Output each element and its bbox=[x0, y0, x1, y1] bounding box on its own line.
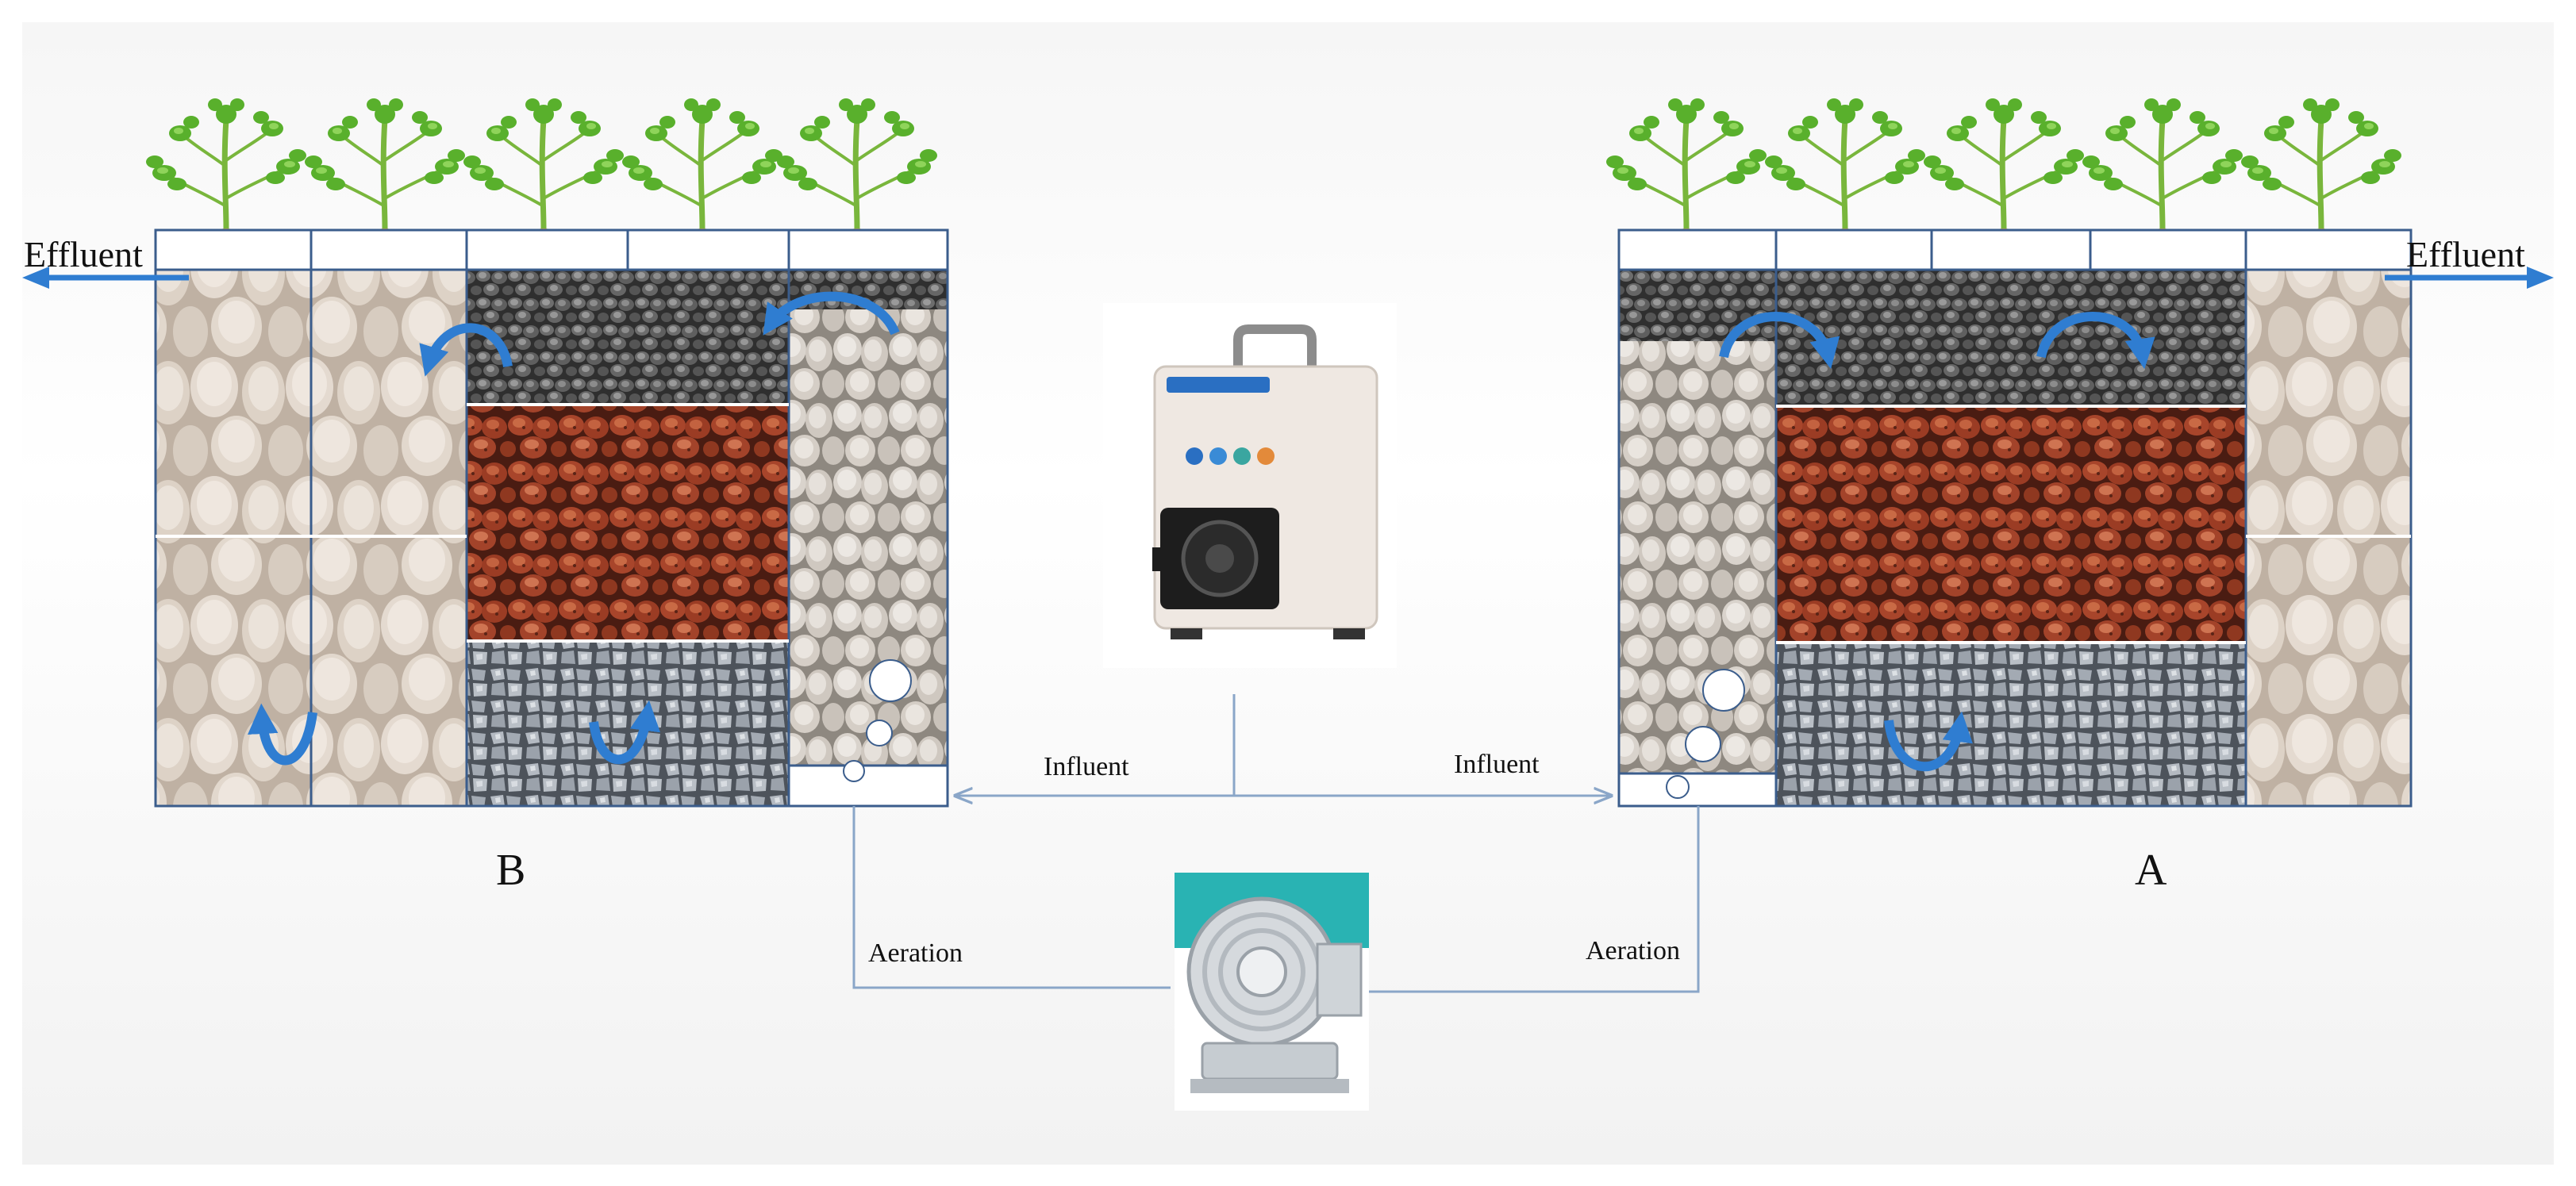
pebble-layer bbox=[2246, 536, 2411, 806]
system-b-label: B bbox=[496, 846, 526, 895]
river-stone-layer bbox=[1619, 341, 1776, 773]
river-stone-layer bbox=[789, 309, 948, 766]
air-bubbles bbox=[1666, 669, 1745, 799]
crushed-stone-layer bbox=[1776, 643, 2246, 806]
pebble-layer bbox=[2246, 270, 2411, 536]
effluent-label-b: Effluent bbox=[24, 234, 143, 274]
plants-a bbox=[1606, 98, 2401, 241]
plants-b bbox=[146, 98, 937, 241]
aeration-label-a: Aeration bbox=[1586, 936, 1680, 965]
plant-icon bbox=[1765, 98, 1925, 241]
chamber-frame bbox=[1617, 228, 2413, 808]
flow-arrows bbox=[248, 291, 900, 766]
ceramsite-layer bbox=[467, 405, 789, 641]
flow-arrows bbox=[1719, 312, 2155, 772]
pipe-network bbox=[852, 694, 1700, 993]
pebble-layer bbox=[156, 536, 311, 806]
crushed-stone-layer bbox=[467, 641, 789, 806]
effluent-label-a: Effluent bbox=[2406, 234, 2525, 274]
plant-icon bbox=[463, 98, 624, 241]
plant-icon bbox=[777, 98, 937, 241]
influent-label-a: Influent bbox=[1454, 750, 1540, 779]
pebble-layer bbox=[156, 270, 311, 536]
wetland-system-b bbox=[154, 228, 949, 808]
air-blower-icon bbox=[1175, 873, 1369, 1111]
system-a-label: A bbox=[2135, 846, 2167, 895]
air-bubbles bbox=[843, 659, 912, 782]
pebble-layer bbox=[311, 536, 467, 806]
ceramsite-layer bbox=[1776, 406, 2246, 643]
plant-icon bbox=[1924, 98, 2084, 241]
plant-icon bbox=[305, 98, 465, 241]
plant-icon bbox=[622, 98, 782, 241]
gravel-layer bbox=[467, 270, 789, 405]
plant-icon bbox=[1606, 98, 1767, 241]
aeration-label-b: Aeration bbox=[868, 938, 963, 968]
effluent-arrows bbox=[22, 267, 2554, 289]
wetland-system-a bbox=[1617, 228, 2413, 808]
plant-icon bbox=[146, 98, 306, 241]
influent-label-b: Influent bbox=[1044, 752, 1129, 781]
gravel-layer bbox=[1776, 270, 2246, 406]
plant-icon bbox=[2241, 98, 2401, 241]
peristaltic-pump-icon bbox=[1103, 303, 1397, 668]
pebble-layer bbox=[311, 270, 467, 536]
plant-icon bbox=[2082, 98, 2243, 241]
